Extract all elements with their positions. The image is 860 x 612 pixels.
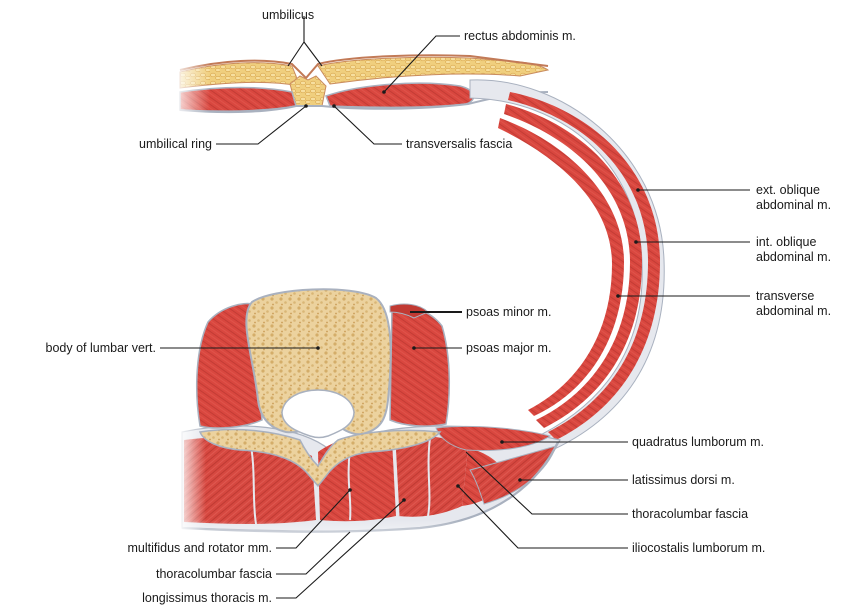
label-transversalis-fascia: transversalis fascia (406, 137, 512, 151)
label-longissimus-thoracis: longissimus thoracis m. (142, 591, 272, 605)
label-thoracolumbar-fascia-right: thoracolumbar fascia (632, 507, 748, 521)
label-body-lumbar-vert: body of lumbar vert. (46, 341, 156, 355)
dot-psoas-major (412, 346, 416, 350)
dot-rectus (382, 90, 386, 94)
dot-quadratus (500, 440, 504, 444)
septum-5 (428, 438, 430, 516)
label-rectus-abdominis: rectus abdominis m. (464, 29, 576, 43)
label-umbilicus: umbilicus (262, 8, 314, 22)
label-transverse-2: abdominal m. (756, 304, 831, 318)
label-ext-oblique-1: ext. oblique (756, 183, 820, 197)
lateral-abdominal-wall (470, 80, 664, 452)
psoas-major-right (390, 306, 449, 426)
dot-transversalis (332, 104, 336, 108)
dot-iliocostalis (456, 484, 460, 488)
dot-umbilical-ring (304, 104, 308, 108)
dot-ext-oblique (636, 188, 640, 192)
dot-body-lumbar (316, 346, 320, 350)
label-quadratus-lumborum: quadratus lumborum m. (632, 435, 764, 449)
rectus-abdominis-right (326, 83, 474, 107)
leader-umbilicus-2 (304, 42, 322, 66)
label-iliocostalis-lumborum: iliocostalis lumborum m. (632, 541, 765, 555)
leader-umbilicus (288, 16, 304, 66)
dot-int-oblique (634, 240, 638, 244)
label-psoas-major: psoas major m. (466, 341, 551, 355)
label-multifidus-rotator: multifidus and rotator mm. (128, 541, 273, 555)
dot-transverse (616, 294, 620, 298)
leader-transversalis (334, 106, 402, 144)
dot-longissimus (402, 498, 406, 502)
dot-multifidus (348, 488, 352, 492)
label-umbilical-ring: umbilical ring (139, 137, 212, 151)
label-ext-oblique-2: abdominal m. (756, 198, 831, 212)
dot-latissimus (518, 478, 522, 482)
label-transverse-1: transverse (756, 289, 814, 303)
label-thoracolumbar-fascia-left: thoracolumbar fascia (156, 567, 272, 581)
label-int-oblique-1: int. oblique (756, 235, 817, 249)
label-psoas-minor: psoas minor m. (466, 305, 551, 319)
left-fade (170, 50, 210, 120)
label-int-oblique-2: abdominal m. (756, 250, 831, 264)
label-latissimus-dorsi: latissimus dorsi m. (632, 473, 735, 487)
